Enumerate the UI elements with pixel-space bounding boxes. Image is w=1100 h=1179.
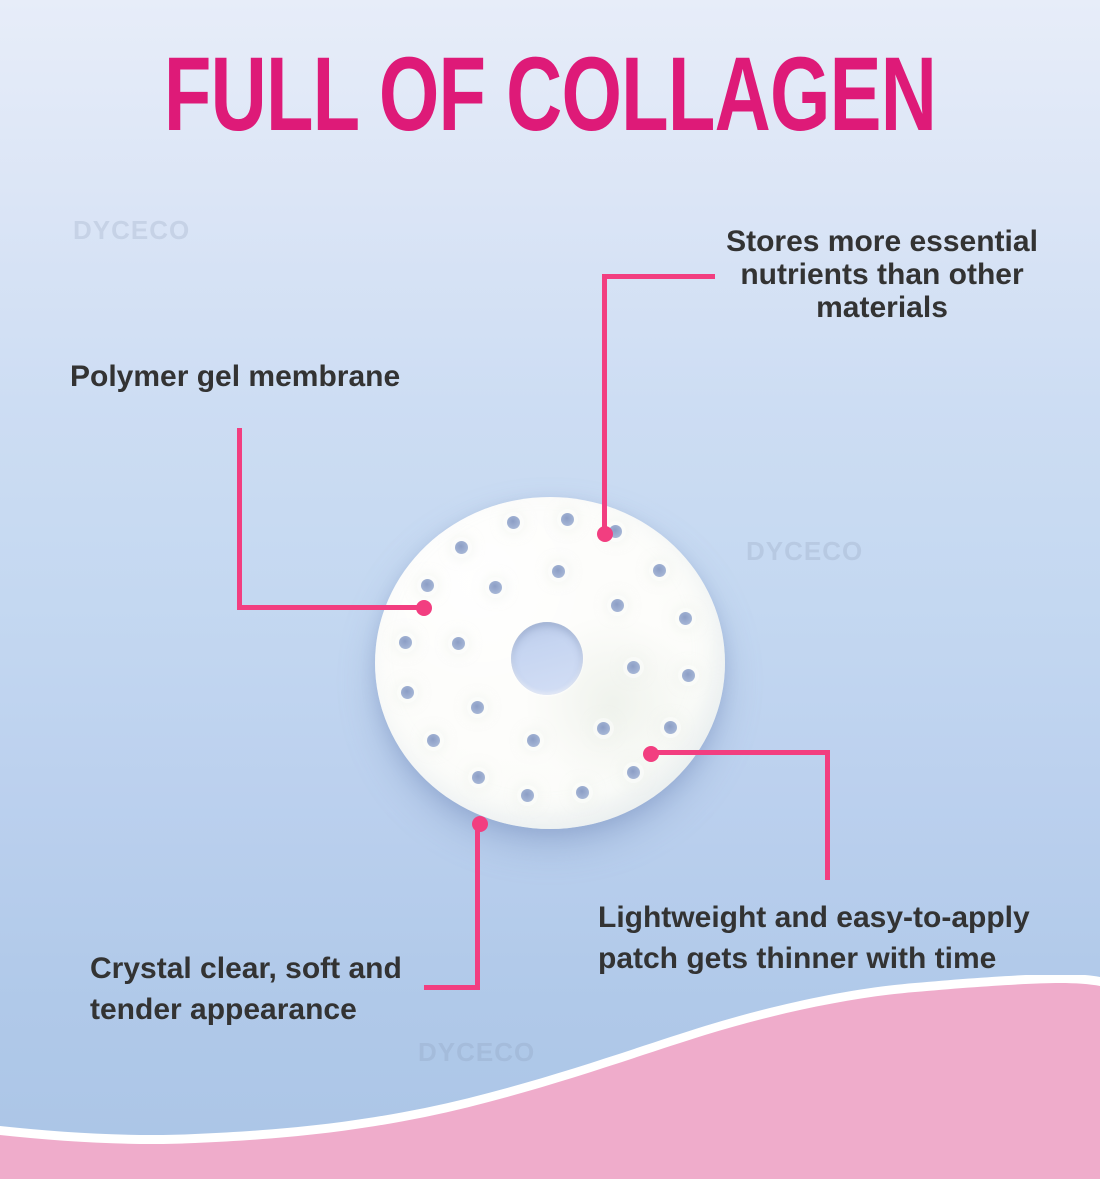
patch-hole <box>426 733 440 747</box>
bottom-wave <box>0 975 1100 1179</box>
patch-hole <box>520 788 534 802</box>
patch-hole <box>454 540 468 554</box>
patch-hole <box>610 598 624 612</box>
patch-hole <box>471 770 485 784</box>
patch-hole <box>526 733 540 747</box>
collagen-patch-image <box>375 497 725 829</box>
patch-hole <box>596 721 610 735</box>
watermark-top: DYCECO <box>73 215 191 245</box>
patch-hole <box>506 515 520 529</box>
patch-hole <box>420 578 434 592</box>
patch-hole <box>626 765 640 779</box>
connector-lightweight-vertical <box>825 750 830 880</box>
patch-center-hole <box>511 622 583 695</box>
connector-lightweight-dot <box>643 746 659 762</box>
connector-stores-dot <box>597 526 613 542</box>
connector-polymer-vertical <box>237 428 242 610</box>
patch-hole <box>681 668 695 682</box>
patch-hole <box>678 611 692 625</box>
patch-hole <box>652 563 666 577</box>
connector-crystal-vertical <box>475 824 480 990</box>
annotation-polymer: Polymer gel membrane <box>70 360 401 393</box>
connector-stores-vertical <box>602 274 607 536</box>
connector-polymer-dot <box>416 600 432 616</box>
connector-stores-horizontal <box>602 274 715 279</box>
watermark-middle: DYCECO <box>746 536 864 566</box>
patch-hole <box>400 685 414 699</box>
connector-polymer-horizontal <box>237 605 422 610</box>
patch-hole <box>626 660 640 674</box>
patch-hole <box>663 720 677 734</box>
patch-hole <box>451 636 465 650</box>
watermark-bottom: DYCECO <box>418 1037 536 1067</box>
connector-crystal-dot <box>472 816 488 832</box>
patch-hole <box>470 700 484 714</box>
patch-hole <box>560 512 574 526</box>
connector-crystal-horizontal <box>424 985 480 990</box>
connector-lightweight-horizontal <box>651 750 830 755</box>
patch-hole <box>488 580 502 594</box>
wave-pink-fill <box>0 983 1100 1179</box>
annotation-lightweight: Lightweight and easy-to-apply patch gets… <box>598 901 1030 975</box>
page-title: FULL OF COLLAGEN <box>163 36 937 153</box>
annotation-stores: Stores more essential nutrients than oth… <box>726 225 1038 324</box>
patch-hole <box>575 785 589 799</box>
patch-hole <box>398 635 412 649</box>
annotation-crystal: Crystal clear, soft and tender appearanc… <box>90 952 402 1026</box>
patch-hole <box>551 564 565 578</box>
